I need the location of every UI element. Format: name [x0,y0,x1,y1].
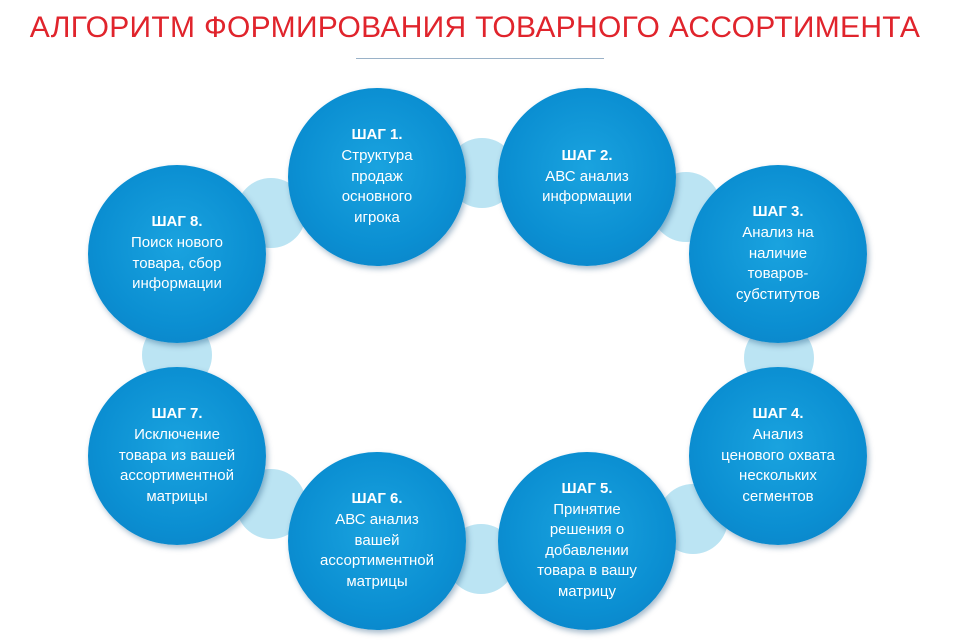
step-3-text: Анализ на наличие товаров- субститутов [736,224,820,303]
step-6-circle: ШАГ 6. АВС анализ вашей ассортиментной м… [288,452,466,630]
step-2-circle: ШАГ 2. АВС анализ информации [498,88,676,266]
step-6-text: АВС анализ вашей ассортиментной матрицы [320,511,434,590]
step-3-circle: ШАГ 3. Анализ на наличие товаров- субсти… [689,165,867,343]
step-8-label: ШАГ 8. [151,213,203,231]
title-underline [356,58,604,59]
step-3-label: ШАГ 3. [752,203,804,220]
step-7-circle: ШАГ 7. Исключение товара из вашей ассорт… [88,367,266,545]
step-7-label: ШАГ 7. [151,405,203,422]
step-4-circle: ШАГ 4. Анализ ценового охвата нескольких… [689,367,867,545]
step-5-circle: ШАГ 5. Принятие решения о добавлении тов… [498,452,676,630]
step-1-label: ШАГ 1. [351,126,403,143]
step-4-text: Анализ ценового охвата нескольких сегмен… [721,426,835,505]
step-4-label: ШАГ 4. [752,405,804,422]
step-8-text: Поиск нового товара, сбор информации [131,234,223,293]
step-5-label: ШАГ 5. [561,479,613,497]
step-6-label: ШАГ 6. [351,490,403,507]
step-2-label: ШАГ 2. [561,146,613,164]
step-8-circle: ШАГ 8. Поиск нового товара, сбор информа… [88,165,266,343]
step-5-text: Принятие решения о добавлении товара в в… [537,500,637,600]
step-1-text: Структура продаж основного игрока [341,147,413,226]
step-7-text: Исключение товара из вашей ассортиментно… [118,426,236,505]
step-1-circle: ШАГ 1. Структура продаж основного игрока [288,88,466,266]
diagram-title: АЛГОРИТМ ФОРМИРОВАНИЯ ТОВАРНОГО АССОРТИМ… [29,11,921,44]
step-2-text: АВС анализ информации [542,167,632,206]
